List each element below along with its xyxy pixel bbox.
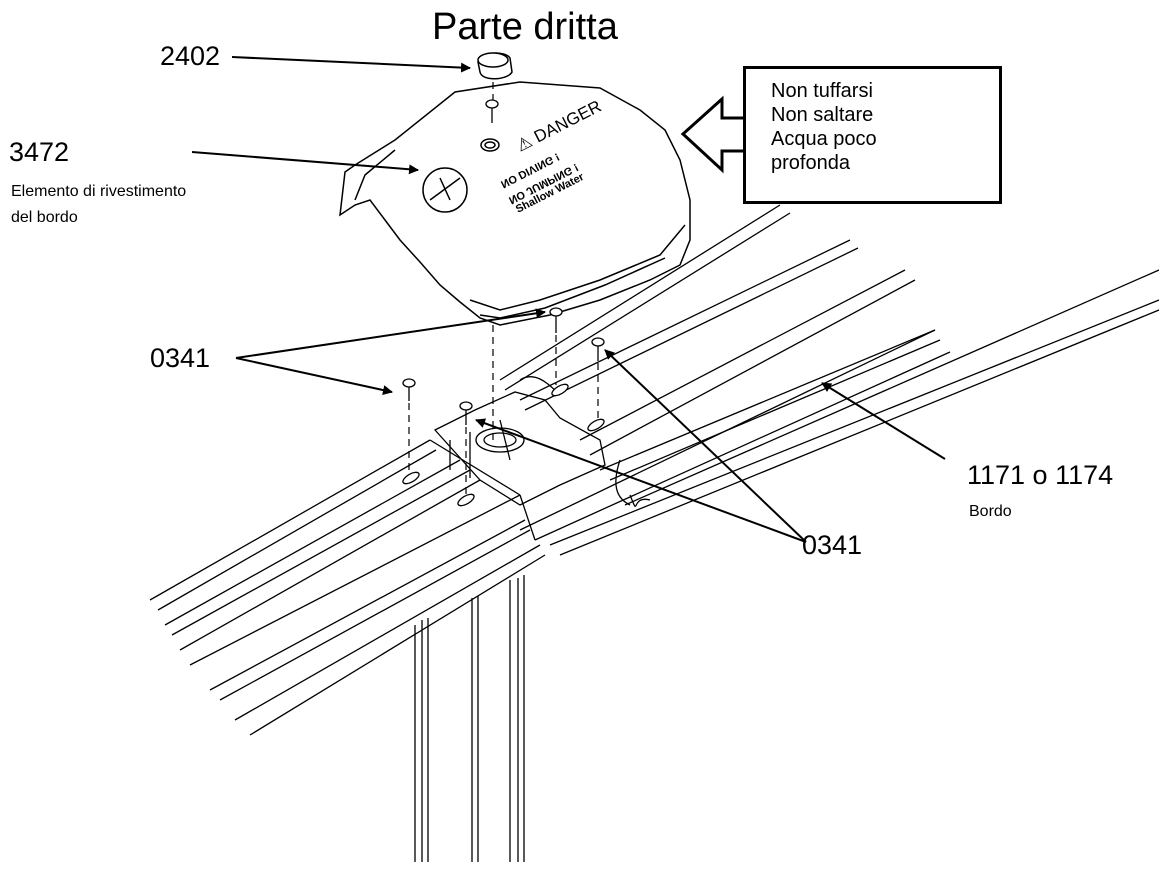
cap-2402	[477, 52, 513, 80]
leader-1171	[821, 382, 946, 460]
label-3472-name-1: Elemento di rivestimento	[11, 183, 187, 200]
label-ledge-code: 1171 o 1174	[967, 460, 1114, 490]
label-ledge-name: Bordo	[969, 503, 1012, 520]
upright-post	[414, 575, 525, 862]
screw-2	[591, 337, 605, 361]
label-3472-code: 3472	[9, 137, 70, 167]
screw-1	[549, 307, 563, 333]
screw-holes	[402, 383, 605, 507]
screw-4	[459, 401, 473, 425]
warning-line-2: Non saltare	[771, 104, 874, 126]
screw-3	[402, 378, 416, 401]
label-0341-bottom: 0341	[802, 530, 863, 560]
leader-0341-a	[235, 308, 546, 359]
leader-3472	[191, 151, 419, 175]
warning-callout-arrow	[680, 95, 749, 174]
leader-2402	[231, 56, 471, 73]
alignment-lines	[408, 82, 599, 495]
connector-block	[433, 376, 606, 506]
warning-line-3: Acqua poco profonda	[771, 128, 877, 174]
warning-line-1: Non tuffarsi	[771, 80, 873, 102]
label-2402: 2402	[160, 41, 221, 71]
leader-0341-d	[475, 418, 807, 543]
leader-0341-b	[235, 357, 393, 395]
ledge-rail-left	[149, 439, 546, 736]
label-3472-name-2: del bordo	[11, 209, 78, 226]
label-0341-left: 0341	[150, 343, 211, 373]
leader-0341-c	[604, 349, 807, 543]
ledge-rail	[499, 204, 1159, 556]
ledge-cover-3472	[339, 81, 691, 326]
diagram-title: Parte dritta	[432, 6, 618, 48]
warning-box: Non tuffarsi Non saltare Acqua poco prof…	[743, 66, 1002, 204]
screw-cover-top	[485, 99, 499, 123]
leader-lines	[191, 56, 946, 543]
